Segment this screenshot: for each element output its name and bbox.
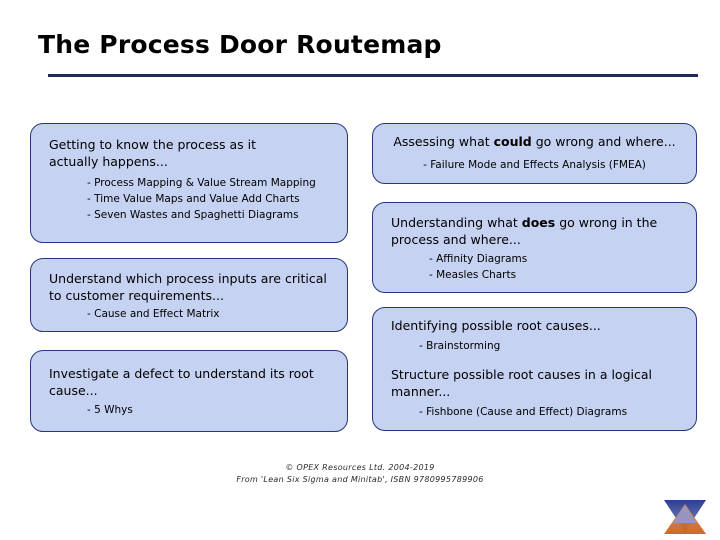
footer-credits: © OPEX Resources Ltd. 2004-2019 From 'Le… bbox=[0, 462, 720, 486]
card-assessing-heading-emphasis: could bbox=[493, 134, 532, 149]
list-item: - Seven Wastes and Spaghetti Diagrams bbox=[87, 209, 299, 221]
card-assessing-could-go-wrong[interactable]: Assessing what could go wrong and where.… bbox=[372, 123, 697, 184]
card-defect-heading-line1: Investigate a defect to understand its r… bbox=[49, 366, 314, 381]
card-understanding-does-go-wrong[interactable]: Understanding what does go wrong in the … bbox=[372, 202, 697, 293]
card-understand-heading-emphasis: does bbox=[521, 215, 556, 230]
card-process-bullet-list: - Process Mapping & Value Stream Mapping… bbox=[31, 175, 403, 223]
card-getting-to-know-process[interactable]: Getting to know the process as it actual… bbox=[30, 123, 348, 243]
card-assessing-heading-post: go wrong and where... bbox=[531, 134, 676, 149]
card-assessing-bullet-list: - Failure Mode and Effects Analysis (FME… bbox=[373, 157, 696, 173]
page-title: The Process Door Routemap bbox=[38, 30, 442, 59]
card-rootcauses-bullet-list-structure: - Fishbone (Cause and Effect) Diagrams bbox=[373, 404, 720, 420]
card-process-inputs-critical[interactable]: Understand which process inputs are crit… bbox=[30, 258, 348, 332]
list-item: - Brainstorming bbox=[419, 340, 501, 352]
card-inputs-bullet-list: - Cause and Effect Matrix bbox=[31, 306, 403, 322]
card-understand-heading-pre: Understanding what bbox=[391, 215, 522, 230]
card-understand-bullet-list: - Affinity Diagrams - Measles Charts bbox=[373, 251, 720, 283]
title-underline-rule bbox=[48, 74, 698, 77]
card-inputs-heading-line1: Understand which process inputs are crit… bbox=[49, 271, 327, 286]
card-inputs-heading-line2: to customer requirements... bbox=[49, 288, 224, 303]
list-item: - Time Value Maps and Value Add Charts bbox=[87, 193, 300, 205]
card-assessing-heading-pre: Assessing what bbox=[393, 134, 494, 149]
list-item: - Cause and Effect Matrix bbox=[87, 308, 220, 320]
list-item: - Measles Charts bbox=[429, 269, 517, 281]
card-assessing-heading: Assessing what could go wrong and where.… bbox=[373, 133, 696, 150]
footer-copyright: © OPEX Resources Ltd. 2004-2019 bbox=[285, 463, 435, 472]
card-defect-heading-line2: cause... bbox=[49, 383, 98, 398]
card-understand-heading-post: go wrong in the bbox=[555, 215, 658, 230]
list-item: - 5 Whys bbox=[87, 404, 133, 416]
card-rootcauses-heading-structure-line2: manner... bbox=[391, 384, 451, 399]
card-understand-heading-line1: Understanding what does go wrong in the bbox=[391, 214, 691, 231]
list-item: - Failure Mode and Effects Analysis (FME… bbox=[423, 159, 646, 171]
list-item: - Fishbone (Cause and Effect) Diagrams bbox=[419, 406, 628, 418]
footer-source: From 'Lean Six Sigma and Minitab', ISBN … bbox=[236, 475, 484, 484]
card-process-heading-line2: actually happens... bbox=[49, 154, 168, 169]
card-rootcauses-bullet-list-identifying: - Brainstorming bbox=[373, 338, 720, 354]
opex-logo bbox=[660, 498, 710, 536]
card-understand-heading-line2: process and where... bbox=[391, 232, 521, 247]
card-root-causes[interactable]: Identifying possible root causes... - Br… bbox=[372, 307, 697, 431]
card-rootcauses-heading-identifying: Identifying possible root causes... bbox=[391, 318, 601, 333]
card-rootcauses-heading-structure-line1: Structure possible root causes in a logi… bbox=[391, 367, 652, 382]
card-process-heading-line1: Getting to know the process as it bbox=[49, 137, 257, 152]
card-investigate-defect[interactable]: Investigate a defect to understand its r… bbox=[30, 350, 348, 432]
list-item: - Process Mapping & Value Stream Mapping bbox=[87, 177, 316, 189]
card-defect-bullet-list: - 5 Whys bbox=[31, 402, 403, 418]
list-item: - Affinity Diagrams bbox=[429, 253, 528, 265]
